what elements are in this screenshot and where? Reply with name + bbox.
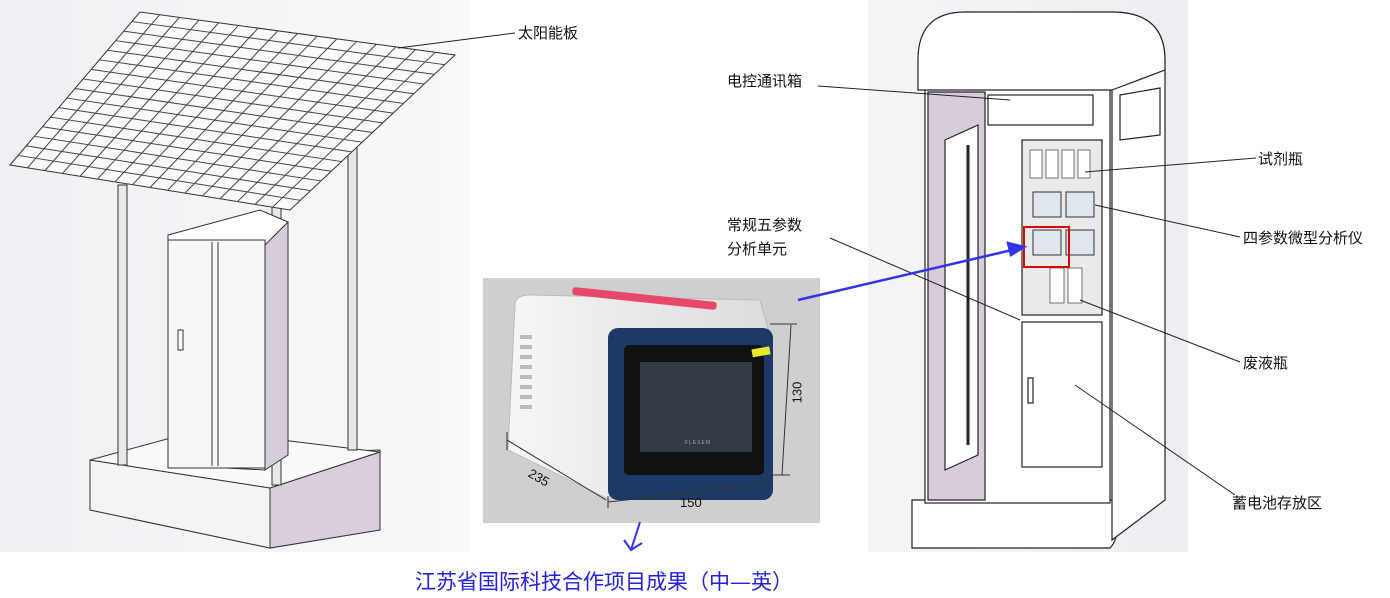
dimension-lines bbox=[506, 323, 797, 508]
label-battery-area: 蓄电池存放区 bbox=[1232, 494, 1323, 512]
label-solar-panel: 太阳能板 bbox=[518, 24, 579, 42]
panel-grid-line bbox=[91, 68, 394, 114]
panel-grid-line bbox=[167, 35, 318, 191]
monitoring-cabinet bbox=[911, 11, 1166, 549]
solar-station bbox=[9, 11, 457, 549]
panel-grid-line bbox=[107, 49, 414, 95]
caption-title: 江苏省国际科技合作项目成果（中—英） bbox=[415, 570, 793, 594]
leader-lines bbox=[397, 32, 1257, 496]
post bbox=[117, 184, 128, 466]
touch-screen bbox=[640, 362, 752, 452]
device-brand: FLEXEM bbox=[685, 440, 712, 446]
dim-width: 150 bbox=[680, 495, 702, 510]
panel-grid-line bbox=[184, 38, 338, 194]
cabinet-door bbox=[1111, 69, 1166, 542]
panel-grid-line bbox=[149, 33, 298, 188]
panel-grid-line bbox=[237, 46, 397, 202]
cabinet-roof bbox=[917, 11, 1166, 91]
panel-grid-line bbox=[115, 40, 425, 85]
panel-grid-line bbox=[219, 43, 377, 200]
panel-grid-line bbox=[99, 59, 404, 104]
post bbox=[347, 139, 358, 451]
battery-compartment bbox=[1021, 321, 1103, 468]
panel-grid-line bbox=[131, 21, 445, 66]
panel-grid-line bbox=[83, 78, 383, 124]
dim-height: 130 bbox=[789, 381, 805, 404]
pen bbox=[572, 287, 717, 310]
label-control-box: 电控通讯箱 bbox=[727, 72, 803, 90]
label-waste-bottle: 废液瓶 bbox=[1243, 354, 1289, 372]
panel-grid-line bbox=[272, 51, 436, 208]
label-five-param-line1: 常规五参数 bbox=[727, 216, 803, 234]
label-four-param-analyzer: 四参数微型分析仪 bbox=[1243, 229, 1364, 247]
arrows bbox=[623, 241, 1028, 552]
panel-grid-line bbox=[254, 49, 416, 205]
panel-grid-line bbox=[202, 41, 357, 197]
analyzer-photo bbox=[483, 278, 820, 523]
label-five-param-line2: 分析单元 bbox=[727, 240, 788, 258]
panel-grid-line bbox=[123, 30, 435, 75]
analyzer-arrow bbox=[797, 248, 1013, 302]
down-arrow bbox=[623, 521, 643, 552]
label-reagent-bottle: 试剂瓶 bbox=[1258, 150, 1304, 168]
